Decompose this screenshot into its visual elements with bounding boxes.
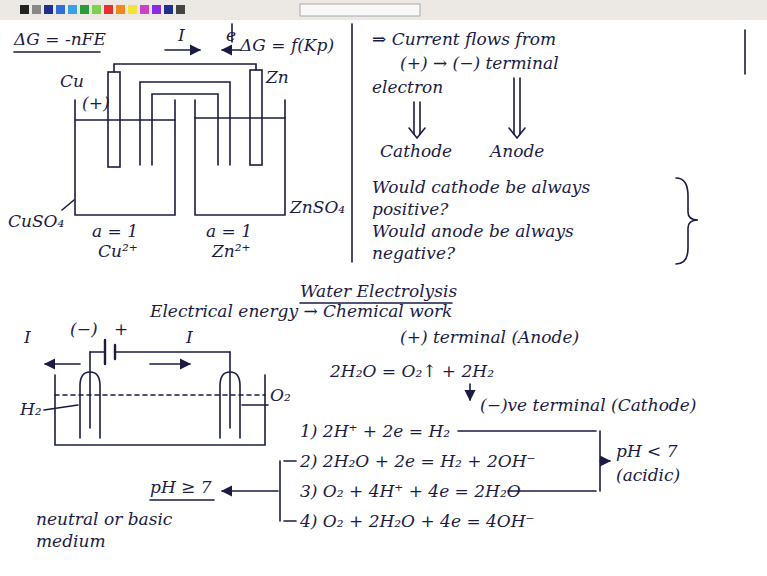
handwritten-note: I	[24, 326, 31, 348]
handwritten-note: (+)	[82, 92, 110, 114]
handwritten-note: pH ≥ 7	[150, 476, 212, 498]
handwritten-note: a = 1	[92, 220, 138, 242]
handwritten-note: Water Electrolysis	[300, 280, 457, 302]
handwritten-note: Zn	[266, 66, 289, 88]
handwritten-note: 2) 2H₂O + 2e = H₂ + 2OH⁻	[300, 450, 535, 472]
handwritten-note: ⇒ Current flows from	[372, 28, 556, 50]
handwritten-note: Cu	[60, 70, 84, 92]
handwritten-note: I	[178, 24, 185, 46]
handwritten-note: ZnSO₄	[290, 196, 345, 218]
handwritten-note: H₂	[20, 398, 42, 420]
handwritten-note: +	[114, 318, 128, 340]
handwritten-note: Would cathode be always positive?	[372, 176, 652, 220]
handwritten-note: Zn²⁺	[212, 240, 251, 262]
handwritten-note: Would anode be always negative?	[372, 220, 652, 264]
handwritten-note: Cathode	[380, 140, 452, 162]
handwritten-note: (+) → (−) terminal	[400, 52, 559, 74]
handwritten-note: (−)ve terminal (Cathode)	[480, 394, 696, 416]
handwritten-note: e	[226, 24, 236, 46]
handwritten-note: I	[186, 326, 193, 348]
handwritten-note: neutral or basic medium	[36, 508, 206, 552]
handwritten-note: O₂	[270, 384, 291, 406]
handwritten-note: ΔG = f(Kp)	[240, 34, 334, 56]
handwritten-note: pH < 7	[616, 440, 678, 462]
handwritten-note: electron	[372, 76, 443, 98]
handwritten-note: 1) 2H⁺ + 2e = H₂	[300, 420, 450, 442]
handwritten-note: (+) terminal (Anode)	[400, 326, 579, 348]
handwritten-note: Anode	[490, 140, 544, 162]
handwritten-note: (acidic)	[616, 464, 680, 486]
handwritten-note: a = 1	[206, 220, 252, 242]
handwritten-note: 4) O₂ + 2H₂O + 4e = 4OH⁻	[300, 510, 535, 532]
handwritten-note: Cu²⁺	[98, 240, 138, 262]
handwritten-note: Electrical energy → Chemical work	[150, 300, 452, 322]
handwritten-note: ΔG = -nFE	[14, 28, 106, 50]
handwritten-note: (−)	[70, 318, 98, 340]
handwritten-note: 3) O₂ + 4H⁺ + 4e = 2H₂O	[300, 480, 521, 502]
handwritten-note: 2H₂O = O₂↑ + 2H₂	[330, 360, 494, 382]
handwritten-note: CuSO₄	[8, 210, 64, 232]
